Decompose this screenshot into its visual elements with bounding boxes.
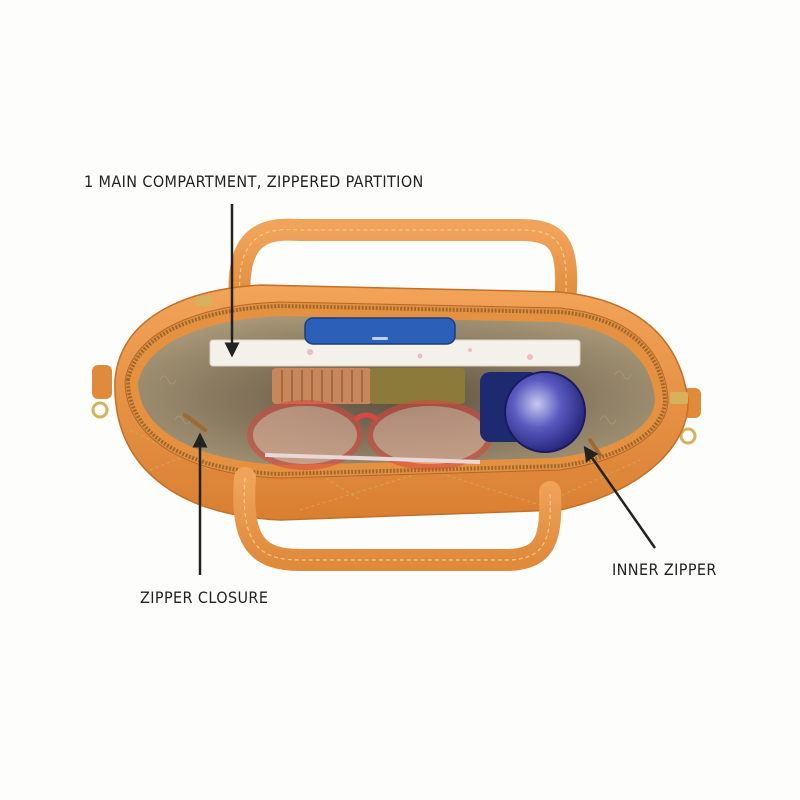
main-compartment-label: 1 MAIN COMPARTMENT, ZIPPERED PARTITION [84, 172, 424, 191]
phone-port [372, 337, 388, 340]
smartphone [304, 317, 456, 345]
back-handle [228, 218, 578, 316]
bottle-cap [504, 371, 586, 453]
zipper-closure-label: ZIPPER CLOSURE [140, 588, 269, 607]
main-zipper-puller-right [670, 392, 688, 404]
sunglasses [247, 400, 493, 470]
left-zipper-pull [183, 413, 207, 432]
inner-zipper-label: INNER ZIPPER [612, 560, 717, 579]
front-handle-stitch [243, 477, 551, 561]
zipper-track [125, 303, 668, 477]
main-zipper-puller-left [196, 296, 212, 306]
right-strap-ring [679, 427, 697, 445]
notebook-print [307, 348, 533, 360]
left-strap-tab [92, 365, 112, 399]
arrow-icon [583, 445, 657, 549]
left-strap-ring [91, 401, 109, 419]
wallet-flap [370, 368, 465, 404]
wallet-stripe-lines [281, 370, 363, 402]
